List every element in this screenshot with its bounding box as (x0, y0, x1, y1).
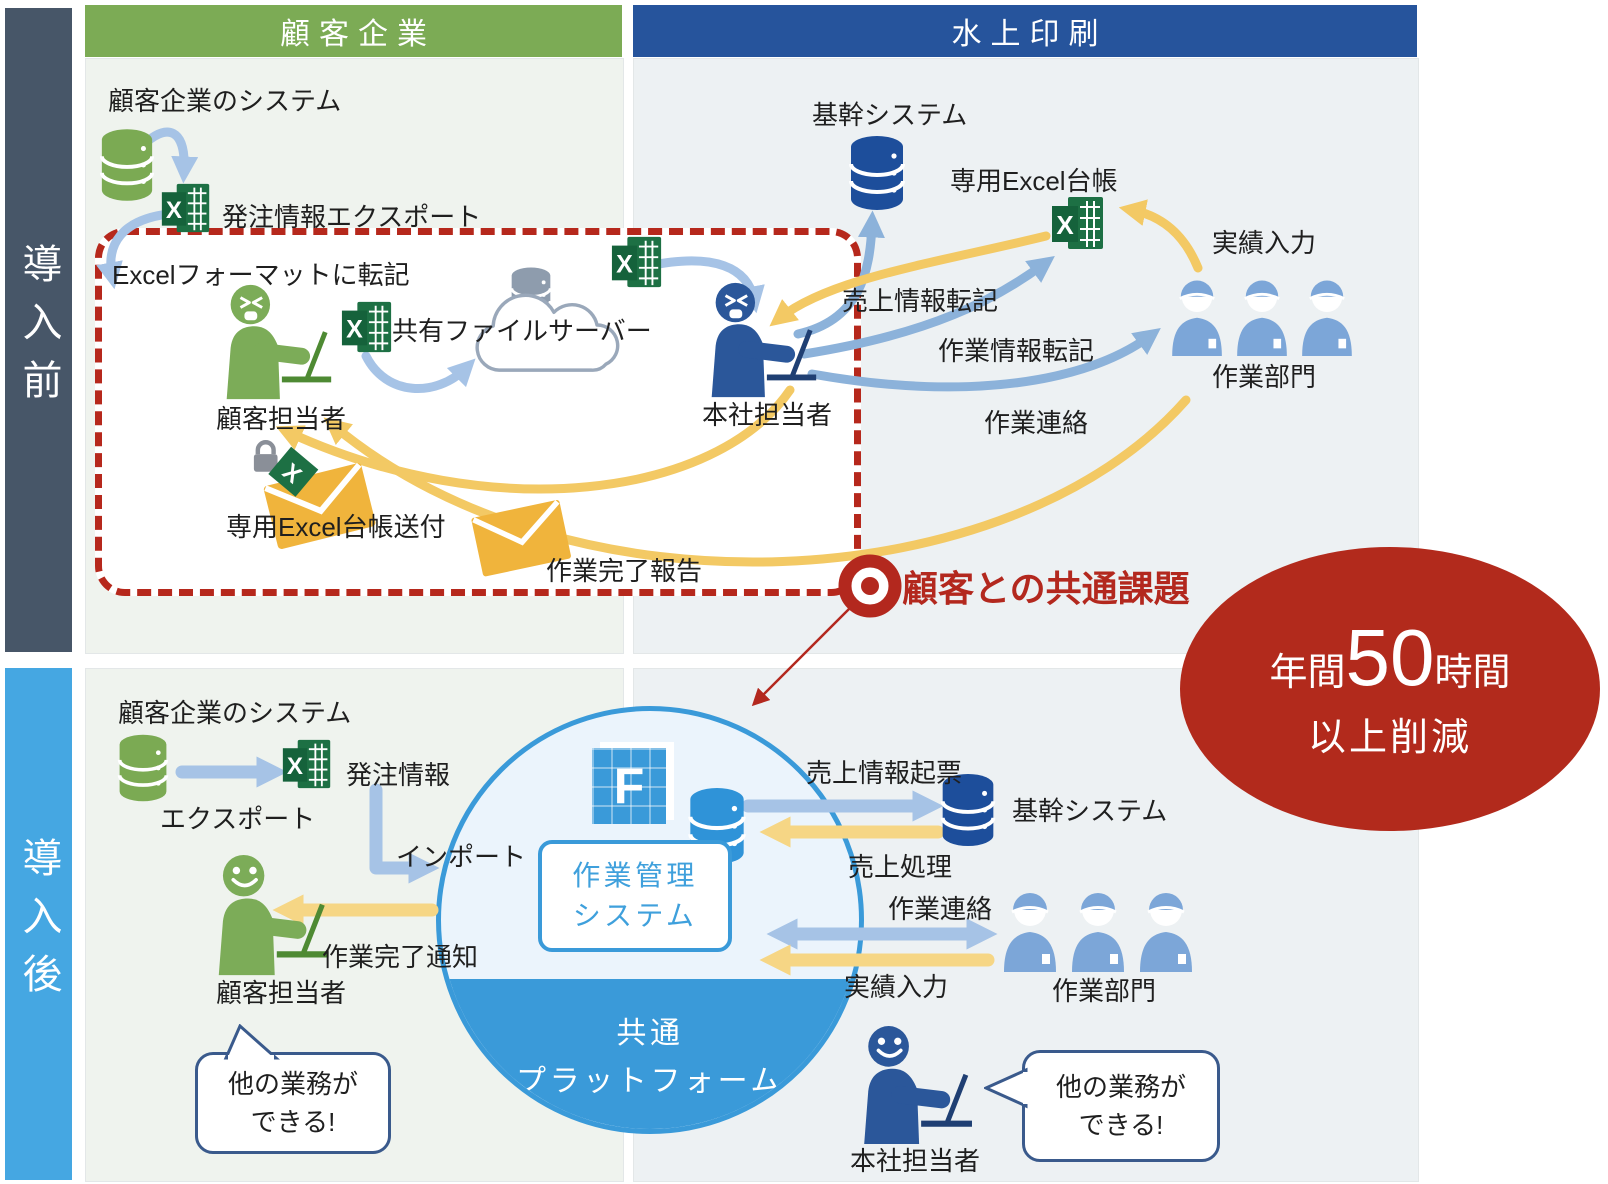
hq-rep-speech-bubble: 他の業務が できる! (1022, 1050, 1220, 1162)
label-order-export: 発注情報エクスポート (222, 202, 482, 232)
label-sales-process: 売上処理 (848, 852, 953, 882)
wms-label-line1: 作業管理 (572, 860, 698, 891)
hours-saved-number: 50 (1345, 612, 1435, 702)
common-issue-target-icon (830, 546, 910, 630)
label-completion-notice: 作業完了通知 (322, 942, 479, 972)
customer-database-icon (116, 732, 170, 804)
excel-x-glyph: X (166, 197, 182, 224)
work-management-system-box: 作業管理 システム (538, 840, 732, 952)
row-label-before: 導入前 (5, 8, 72, 652)
cloud-icon (452, 276, 648, 376)
row-label-after: 導入後 (5, 668, 72, 1180)
label-work-department-after: 作業部門 (1052, 976, 1157, 1006)
hq-rep-angry-icon (690, 280, 828, 398)
label-hq-rep-after: 本社担当者 (850, 1146, 981, 1176)
bubble-line1: 他の業務が (227, 1069, 358, 1099)
bubble-line2: できる! (1078, 1110, 1164, 1140)
platform-label-line1: 共通 (616, 1017, 684, 1050)
label-shared-file-server: 共有ファイルサーバー (392, 316, 652, 346)
speech-bubble-tail (223, 1024, 280, 1060)
hours-saved-annual: 年間 (1269, 651, 1346, 694)
column-header-company: 水上印刷 (633, 5, 1417, 57)
excel-ledger-icon: X (1050, 193, 1106, 253)
label-core-system-after: 基幹システム (1012, 796, 1168, 826)
label-completion-report: 作業完了報告 (546, 556, 703, 586)
core-system-database-icon (846, 134, 908, 212)
excel-x-glyph: X (1056, 210, 1074, 240)
bubble-line2: できる! (250, 1107, 336, 1137)
speech-bubble-tail (984, 1067, 1028, 1109)
excel-x-glyph: X (616, 251, 633, 279)
label-work-info-transcribe: 作業情報転記 (938, 336, 1095, 366)
label-customer-system-after: 顧客企業のシステム (118, 698, 352, 728)
label-sales-transcribe: 売上情報転記 (842, 286, 999, 316)
label-dedicated-ledger: 専用Excel台帳 (950, 166, 1118, 196)
label-export-after: エクスポート (160, 804, 316, 834)
customer-rep-happy-icon (196, 852, 341, 976)
label-work-contact-before: 作業連絡 (984, 408, 1089, 438)
common-platform-band: 共通 プラットフォーム (441, 979, 859, 1129)
column-header-customer: 顧客企業 (85, 5, 622, 57)
hq-rep-happy-icon (838, 1024, 988, 1144)
label-ledger-send: 専用Excel台帳送付 (226, 512, 446, 542)
excel-file-icon: X (160, 180, 212, 236)
label-transcribe-to-excel: Excelフォーマットに転記 (112, 260, 410, 290)
workers-group-icon (1162, 270, 1362, 356)
customer-rep-angry-icon (205, 282, 343, 400)
bubble-line1: 他の業務が (1055, 1072, 1186, 1102)
label-work-department-before: 作業部門 (1212, 362, 1317, 392)
excel-x-glyph: X (287, 753, 303, 780)
label-import: インポート (396, 842, 527, 872)
wms-label-line2: システム (572, 900, 698, 931)
excel-x-glyph: X (346, 316, 363, 344)
label-results-input-before: 実績入力 (1212, 228, 1317, 258)
label-core-system-before: 基幹システム (812, 100, 968, 130)
workers-group-icon (998, 882, 1198, 972)
customer-rep-speech-bubble: 他の業務が できる! (195, 1052, 391, 1154)
excel-file-icon: X (340, 298, 394, 356)
label-customer-rep-after: 顧客担当者 (216, 978, 347, 1008)
excel-file-icon: X (610, 232, 664, 292)
label-sales-entry: 売上情報起票 (806, 758, 963, 788)
platform-label-line2: プラットフォーム (516, 1065, 784, 1098)
label-customer-rep-before: 顧客担当者 (216, 404, 347, 434)
label-hq-rep-before: 本社担当者 (702, 400, 833, 430)
core-system-database-icon (938, 772, 998, 848)
label-results-input-after: 実績入力 (844, 972, 949, 1002)
f-logo-icon: F (592, 748, 666, 824)
excel-file-icon: X (281, 736, 333, 792)
label-common-issue: 顧客との共通課題 (902, 568, 1190, 609)
customer-database-icon (98, 126, 156, 204)
label-work-contact-after: 作業連絡 (888, 894, 993, 924)
hours-saved-hours: 時間 (1434, 651, 1511, 694)
label-order-info: 発注情報 (346, 760, 451, 790)
hours-saved-line2: 以上削減 (1307, 716, 1473, 759)
label-customer-system-before: 顧客企業のシステム (108, 86, 342, 116)
